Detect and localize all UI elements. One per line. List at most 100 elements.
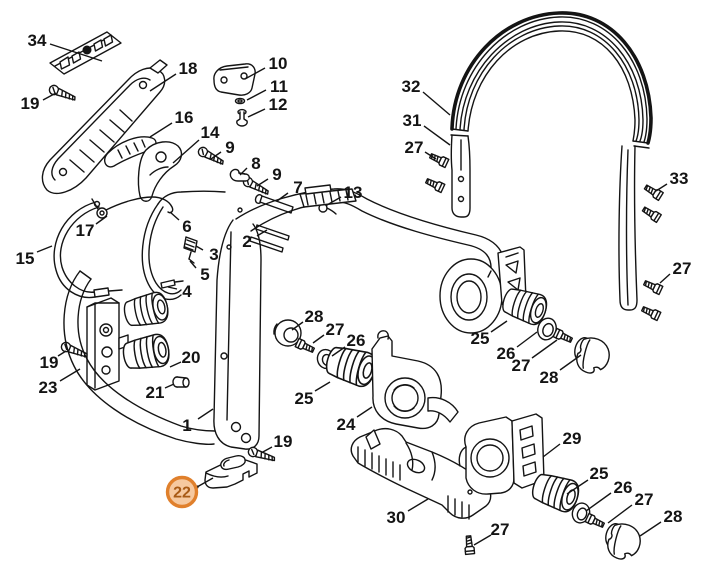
part-number-27[interactable]: 27 (405, 138, 424, 157)
part-trigger (137, 141, 183, 202)
part-knob-28c (600, 519, 645, 564)
part-number-27[interactable]: 27 (673, 259, 692, 278)
part-washer-26c (571, 502, 591, 524)
leader-line-27 (531, 339, 558, 359)
leader-line-21 (164, 383, 175, 389)
leader-line-25 (490, 320, 508, 333)
part-number-24[interactable]: 24 (337, 415, 356, 434)
part-number-20[interactable]: 20 (182, 348, 201, 367)
leader-line-27 (312, 334, 325, 344)
part-grommet-17 (91, 196, 174, 219)
part-number-3[interactable]: 3 (209, 245, 218, 264)
part-number-12[interactable]: 12 (269, 95, 288, 114)
leader-line-10 (244, 67, 266, 80)
part-number-25[interactable]: 25 (295, 389, 314, 408)
highlight-part-number[interactable]: 22 (173, 485, 191, 502)
part-number-30[interactable]: 30 (387, 508, 406, 527)
part-screw-27f (552, 327, 575, 345)
part-rod-7 (254, 194, 294, 214)
part-number-19[interactable]: 19 (21, 94, 40, 113)
part-screw-27d (639, 304, 662, 322)
leader-line-19 (260, 446, 273, 454)
part-screw-27c (641, 278, 664, 296)
part-number-10[interactable]: 10 (269, 54, 288, 73)
leader-line-18 (149, 73, 177, 92)
part-number-14[interactable]: 14 (201, 123, 220, 142)
part-number-9[interactable]: 9 (225, 138, 234, 157)
part-number-16[interactable]: 16 (175, 108, 194, 127)
part-number-11[interactable]: 11 (270, 77, 288, 96)
leader-line-29 (542, 443, 561, 458)
part-number-2[interactable]: 2 (242, 232, 251, 251)
part-number-27[interactable]: 27 (512, 356, 531, 375)
part-cable-6 (141, 190, 226, 301)
part-number-34[interactable]: 34 (28, 31, 47, 50)
part-handlebar (450, 11, 653, 311)
leader-line-28 (291, 321, 304, 331)
part-number-33[interactable]: 33 (670, 169, 689, 188)
leader-line-27 (659, 273, 671, 284)
part-number-1[interactable]: 1 (182, 416, 191, 435)
leader-line-28 (639, 521, 662, 537)
leader-line-9 (210, 151, 222, 160)
part-mount-plate-23 (86, 297, 129, 391)
part-number-26[interactable]: 26 (347, 331, 366, 350)
part-number-28[interactable]: 28 (305, 307, 324, 326)
part-screw-19c (59, 340, 90, 361)
part-clip-22 (204, 455, 258, 489)
leader-line-34 (49, 43, 103, 62)
part-number-5[interactable]: 5 (200, 265, 209, 284)
part-warning-label-strip (49, 31, 122, 75)
leader-line-13 (326, 196, 342, 206)
part-number-26[interactable]: 26 (614, 478, 633, 497)
leader-line-11 (246, 89, 267, 101)
part-number-27[interactable]: 27 (326, 320, 345, 339)
part-number-28[interactable]: 28 (664, 507, 683, 526)
part-number-19[interactable]: 19 (40, 353, 59, 372)
part-clip-8 (229, 168, 250, 182)
part-number-32[interactable]: 32 (402, 77, 421, 96)
part-number-17[interactable]: 17 (76, 221, 95, 240)
part-number-8[interactable]: 8 (251, 154, 260, 173)
part-screw-19a (47, 83, 78, 104)
highlighted-part-marker[interactable]: 22 (165, 475, 214, 509)
part-number-25[interactable]: 25 (590, 464, 609, 483)
part-number-27[interactable]: 27 (635, 490, 654, 509)
part-number-25[interactable]: 25 (471, 329, 490, 348)
part-knob-28b (569, 333, 614, 378)
part-bracket-29 (458, 413, 545, 495)
leader-line-25 (566, 479, 589, 495)
leader-line-4 (167, 286, 178, 290)
part-plug-12 (236, 108, 248, 127)
part-number-21[interactable]: 21 (146, 383, 165, 402)
part-number-9[interactable]: 9 (272, 165, 281, 184)
part-number-15[interactable]: 15 (16, 249, 35, 268)
leader-line-14 (172, 139, 200, 164)
highlight-circle[interactable] (165, 475, 199, 509)
part-screw-33a (642, 182, 664, 202)
part-number-4[interactable]: 4 (182, 282, 192, 301)
part-number-13[interactable]: 13 (344, 183, 363, 202)
leader-line-2 (256, 229, 268, 237)
part-screw-27h (463, 534, 476, 556)
part-number-7[interactable]: 7 (293, 178, 302, 197)
leader-line-31 (423, 125, 451, 146)
part-number-29[interactable]: 29 (563, 429, 582, 448)
part-screw-27b (423, 176, 446, 194)
leader-line-8 (239, 167, 248, 176)
part-number-26[interactable]: 26 (497, 344, 516, 363)
leader-line-16 (149, 122, 173, 138)
part-screw-27a (427, 151, 450, 169)
part-number-27[interactable]: 27 (491, 520, 510, 539)
part-number-31[interactable]: 31 (403, 111, 422, 130)
part-number-6[interactable]: 6 (182, 217, 191, 236)
part-number-18[interactable]: 18 (179, 59, 198, 78)
part-number-19[interactable]: 19 (274, 432, 293, 451)
part-screw-27e (294, 337, 317, 355)
part-number-23[interactable]: 23 (39, 378, 58, 397)
leader-line-27 (473, 534, 492, 546)
part-number-28[interactable]: 28 (540, 368, 559, 387)
highlight-leader-line (196, 477, 214, 488)
leader-line-7 (276, 192, 289, 202)
